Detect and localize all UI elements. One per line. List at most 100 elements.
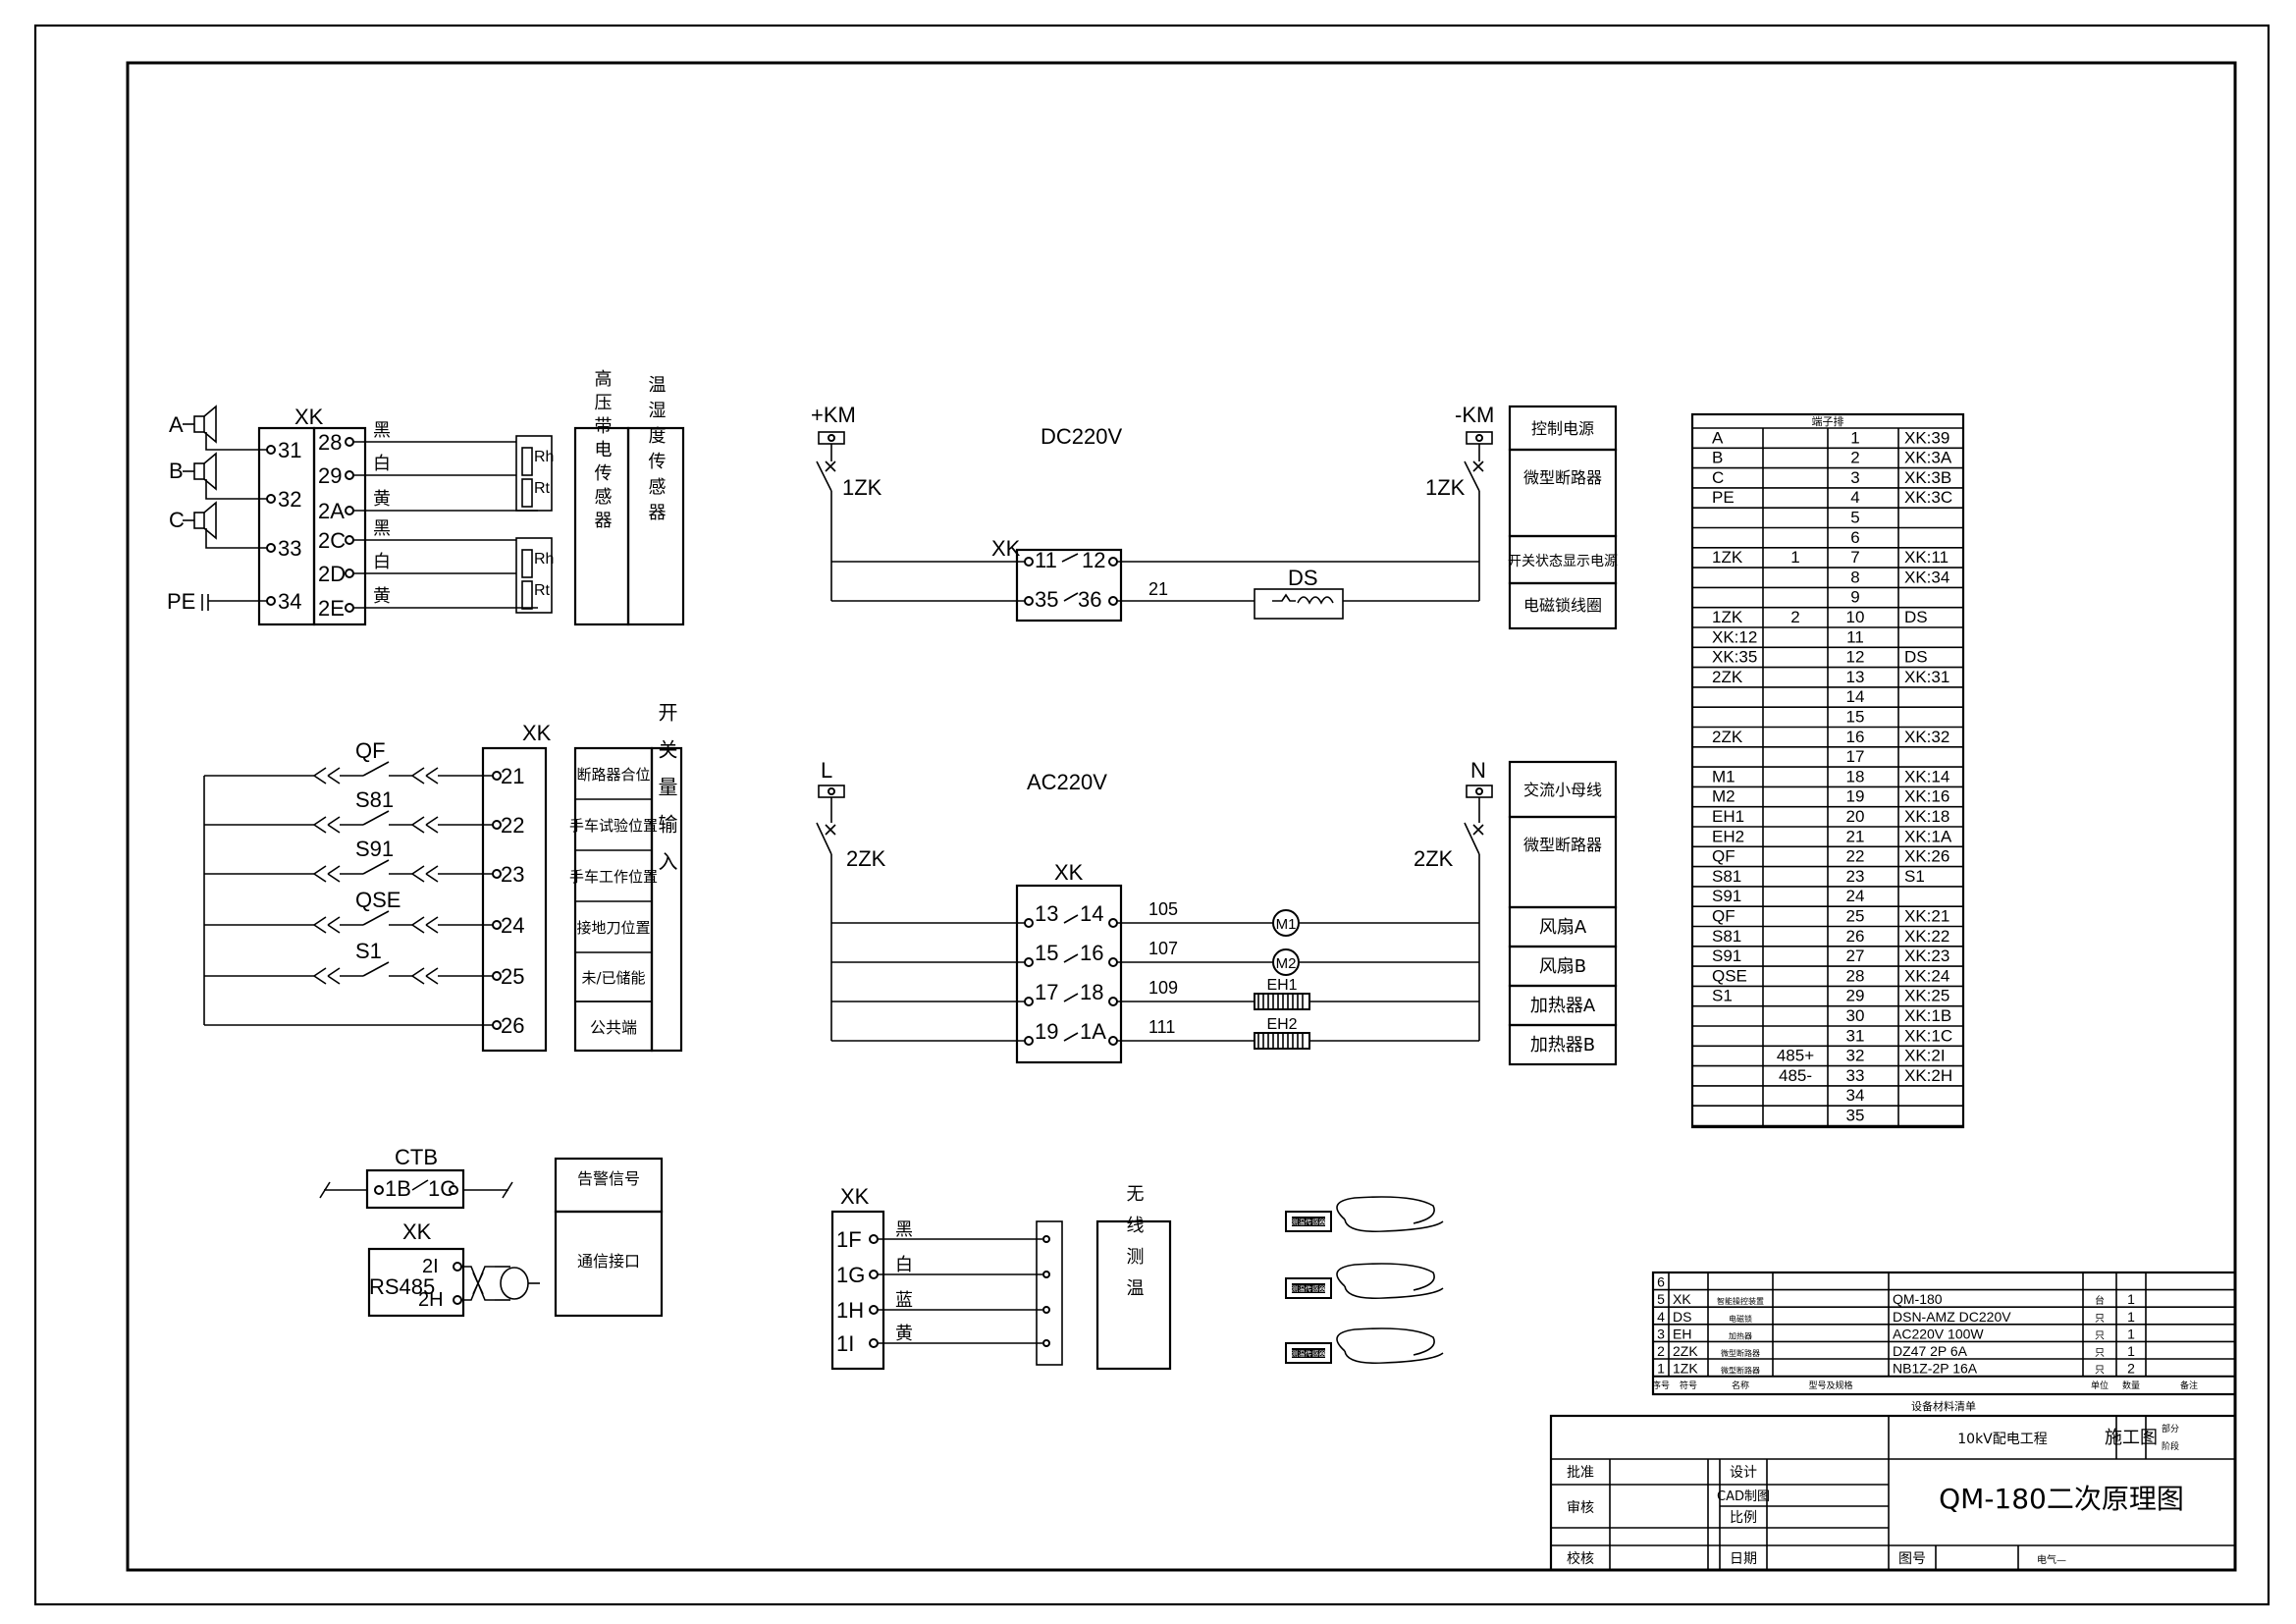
- ac-label-6: 加热器B: [1530, 1035, 1595, 1056]
- tt-cell-num: 26: [1846, 927, 1865, 946]
- 2zk-right-label: 2ZK: [1414, 846, 1454, 871]
- tt-cell-to: XK:16: [1904, 787, 1949, 806]
- ctb-label: CTB: [395, 1145, 438, 1169]
- terminal-table-row: 34: [1846, 1086, 1865, 1105]
- ctb-terminal-1b: 1B: [385, 1176, 411, 1201]
- tt-cell-num: 10: [1846, 608, 1865, 626]
- wireless-sensor: 测温传感器: [1285, 1263, 1444, 1300]
- switch-contact: [362, 761, 390, 777]
- tt-cell-num: 18: [1846, 767, 1865, 785]
- ac-title: AC220V: [1027, 770, 1107, 794]
- tt-cell-to: XK:2I: [1904, 1047, 1946, 1065]
- tt-cell-to: XK:22: [1904, 927, 1949, 946]
- bom-model: QM-180: [1893, 1291, 1943, 1307]
- ac-terminal-a: 17: [1035, 980, 1058, 1004]
- tt-cell-from: QSE: [1712, 966, 1747, 985]
- alarm-xk-label: XK: [294, 405, 324, 429]
- wire-color-2: 白: [373, 454, 391, 474]
- bom-h-no: 序号: [1652, 1380, 1670, 1391]
- tt-cell-to: XK:21: [1904, 907, 1949, 926]
- bom-qty: 1: [2127, 1326, 2135, 1341]
- tt-cell-from: EH2: [1712, 827, 1744, 845]
- hv-sensor-label: 高压带电传感器: [592, 369, 613, 534]
- bom-model: AC220V 100W: [1893, 1326, 1984, 1341]
- terminal-28: 28: [318, 430, 342, 455]
- switch-terminal-dot: [492, 771, 502, 781]
- terminal-12: 12: [1082, 548, 1105, 572]
- alarm-xk-out-box: [312, 426, 367, 626]
- ferrite-ring: [500, 1267, 529, 1300]
- bom-no: 6: [1657, 1274, 1665, 1290]
- dc-label-4: 电磁锁线圈: [1523, 596, 1602, 615]
- bom-symbol: 1ZK: [1673, 1361, 1698, 1377]
- wireless-xk-box: [830, 1210, 885, 1371]
- bom-row: 6: [1657, 1274, 1665, 1290]
- terminal-2e: 2E: [318, 596, 345, 621]
- switch-terminal: 23: [501, 862, 524, 887]
- tt-cell-num: 2: [1850, 449, 1859, 467]
- terminal-31: 31: [278, 438, 301, 462]
- wireless-temp-label: 无线测温: [1124, 1184, 1145, 1310]
- bom-symbol: XK: [1673, 1291, 1691, 1307]
- tt-cell-num: 12: [1846, 648, 1865, 667]
- pe-ground: PE: [167, 589, 267, 614]
- twisted-pair: [461, 1266, 495, 1301]
- switch-label: 手车试验位置: [569, 817, 658, 835]
- comm-xk-box: [367, 1247, 465, 1318]
- tt-cell-from: S81: [1712, 867, 1741, 886]
- tt-cell-from: XK:35: [1712, 648, 1757, 667]
- connector-left: [313, 816, 341, 834]
- th-sensor-label: 温湿度传感器: [646, 375, 667, 528]
- tt-cell-to: XK:3A: [1904, 449, 1952, 467]
- tt-cell-num: 32: [1846, 1047, 1865, 1065]
- heater-label: EH2: [1266, 1016, 1297, 1033]
- tt-cell-from: 2ZK: [1712, 728, 1743, 746]
- tt-cell-num: 17: [1846, 747, 1865, 766]
- tt-cell-num: 15: [1846, 708, 1865, 727]
- common-label: 公共端: [590, 1018, 637, 1037]
- tt-cell-num: 7: [1850, 548, 1859, 567]
- drawing-title: QM-180二次原理图: [1939, 1483, 2184, 1515]
- ac-terminal-a: 15: [1035, 941, 1058, 965]
- ac-terminal-b: 16: [1080, 941, 1103, 965]
- tt-cell-mid: 485+: [1777, 1047, 1814, 1065]
- tt-cell-from: M1: [1712, 767, 1735, 785]
- 2zk-left-label: 2ZK: [846, 846, 886, 871]
- ctb-box: [365, 1168, 465, 1210]
- ac-label-3: 风扇A: [1539, 917, 1587, 938]
- connector-left: [313, 916, 341, 934]
- bom-unit: 台: [2095, 1294, 2105, 1307]
- ac-wire-number: 111: [1148, 1017, 1175, 1037]
- 2zk-right-switch: [1464, 822, 1480, 855]
- tt-cell-num: 31: [1846, 1026, 1865, 1045]
- n-label: N: [1470, 758, 1486, 783]
- terminal-table-row: 35: [1846, 1107, 1865, 1125]
- 1zk-left-switch: [816, 460, 832, 492]
- tt-cell-to: XK:1C: [1904, 1026, 1952, 1045]
- tt-cell-num: 33: [1846, 1066, 1865, 1085]
- ac-terminal-dot: [1024, 997, 1034, 1006]
- ac-label-1: 交流小母线: [1523, 781, 1602, 799]
- tt-cell-from: XK:12: [1712, 627, 1757, 646]
- wire-21: 21: [1148, 579, 1168, 599]
- 1zk-left-label: 1ZK: [842, 475, 882, 500]
- tt-cell-to: XK:3B: [1904, 468, 1951, 487]
- ac-terminal-b: 18: [1080, 980, 1103, 1004]
- switch-contact: [362, 961, 390, 977]
- wire-color-3: 黄: [373, 489, 391, 510]
- tt-cell-to: XK:39: [1904, 428, 1949, 447]
- outer-border: [33, 24, 2270, 1606]
- wire-color-5: 白: [373, 552, 391, 572]
- dc-label-1: 控制电源: [1531, 419, 1594, 438]
- connector-left: [313, 967, 341, 985]
- stage-small-1: 部分: [2162, 1423, 2179, 1435]
